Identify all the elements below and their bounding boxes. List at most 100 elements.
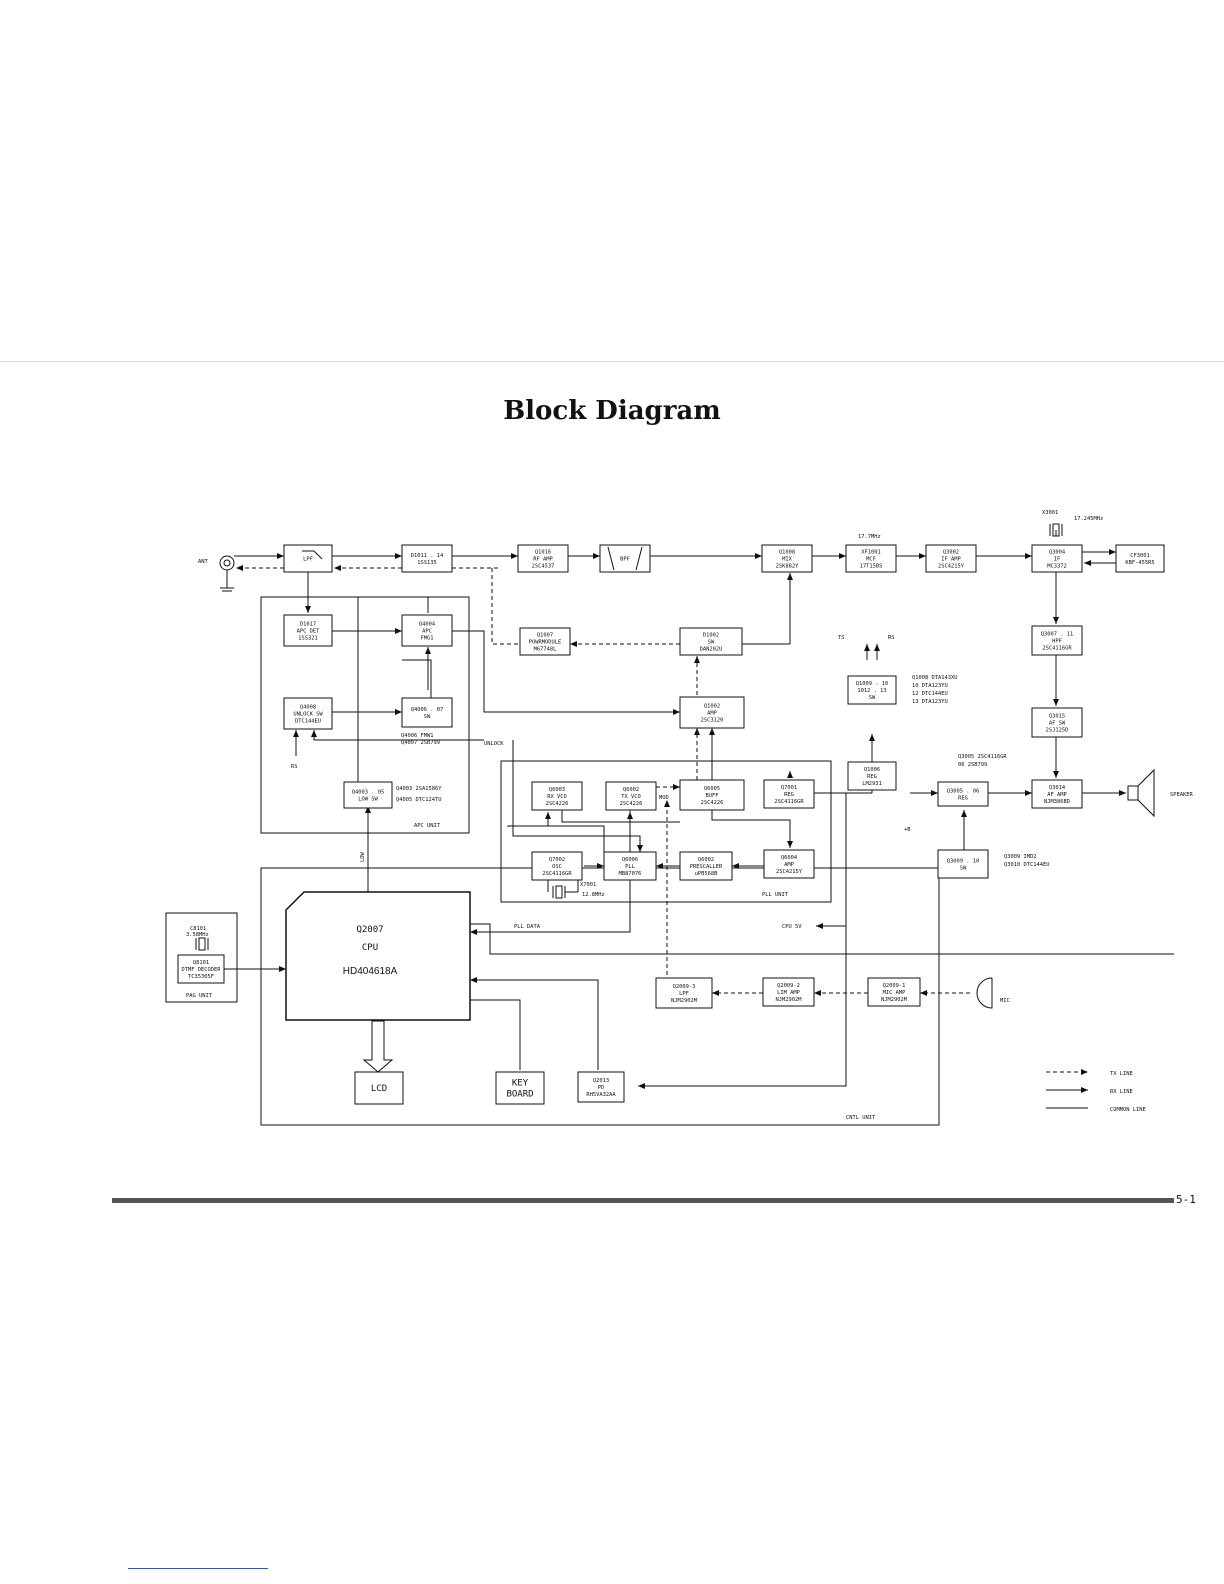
- block-label: 2SC4116GR: [774, 799, 804, 805]
- block-label: M67748L: [534, 646, 557, 652]
- block-label: POWRMODULE: [529, 639, 561, 645]
- block-label: PLL: [625, 864, 635, 870]
- block-label: REG: [867, 774, 877, 780]
- block-label: Q1006: [864, 767, 880, 773]
- block-label: NJM386BD: [1044, 799, 1070, 805]
- block-label: IF: [1054, 556, 1061, 562]
- block-label: MIC AMP: [883, 990, 906, 996]
- block-label: Q2009-2: [777, 983, 800, 989]
- label-mic: MIC: [1000, 998, 1010, 1004]
- block-label: Q3015: [1049, 713, 1065, 719]
- note-line: 12 DTC144EU: [912, 691, 948, 697]
- block-label: D1002: [703, 632, 719, 638]
- block-label: LPF: [679, 991, 689, 997]
- block-label: LM2931: [862, 781, 881, 787]
- block-label: IF AMP: [941, 556, 960, 562]
- label-ant: ANT: [198, 559, 208, 565]
- block-label: Q1008: [779, 549, 795, 555]
- block-label: SW: [960, 865, 967, 871]
- block-label: OSC: [552, 864, 562, 870]
- legend-common: COMMON LINE: [1110, 1107, 1146, 1113]
- label-c8101b: 3.58MHz: [186, 932, 209, 938]
- cpu-label: CPU: [362, 943, 378, 953]
- block-label: PRESCALLER: [690, 864, 723, 870]
- block-label: 2SC4226: [620, 801, 643, 807]
- block-label: HPF: [1052, 638, 1062, 644]
- block-label: 1012 . 13: [857, 688, 886, 694]
- label-pll-unit: PLL UNIT: [762, 892, 789, 898]
- block-label: NJM2902M: [671, 998, 698, 1004]
- block-label: 2SC4215Y: [938, 563, 965, 569]
- block-label: AF SW: [1049, 720, 1066, 726]
- speaker-icon: [1127, 768, 1155, 818]
- block-label: Q4004: [419, 621, 435, 627]
- block-label: KBF-455R5: [1125, 560, 1154, 566]
- label-q4006-note1: Q4006 FMW1: [401, 733, 433, 739]
- block-label: 2SC4226: [546, 801, 569, 807]
- block-label: Q1016: [535, 549, 551, 555]
- label-plus-b: +B: [904, 827, 911, 833]
- label-x7001: X7001: [580, 882, 596, 888]
- label-x3001: X3001: [1042, 510, 1058, 516]
- block-label: Q1002: [704, 703, 720, 709]
- block-label: Q1009 . 10: [856, 681, 888, 687]
- block-label: KEY: [512, 1079, 529, 1089]
- legend-tx: TX LINE: [1110, 1071, 1133, 1077]
- block-label: SW: [424, 714, 431, 720]
- label-pll-data: PLL DATA: [514, 924, 541, 930]
- note-line: 13 DTA123YU: [912, 699, 948, 705]
- block-label: LIM AMP: [777, 990, 800, 996]
- block-label: AF AMP: [1047, 792, 1066, 798]
- block-label: 1SS321: [298, 635, 317, 641]
- block-label: Q3014: [1049, 785, 1065, 791]
- block-bpf: BPF: [599, 544, 651, 573]
- block-label: RF AMP: [533, 556, 552, 562]
- label-q4006-note2: Q4007 2SB799: [401, 740, 440, 746]
- block-label: 2SC4226: [701, 800, 724, 806]
- block-label: Q2013: [593, 1078, 609, 1084]
- block-label: AMP: [707, 710, 717, 716]
- label-c8101a: C8101: [190, 926, 206, 932]
- block-label: BOARD: [506, 1090, 533, 1100]
- block-label: Q3009 . 10: [947, 858, 979, 864]
- block-label: BUFF: [706, 793, 719, 799]
- block-lpf: LPF: [283, 544, 333, 573]
- block-label: DTC144EU: [295, 718, 321, 724]
- block-label: Q1007: [537, 632, 553, 638]
- label-q4005-note: Q4005 DTC124TU: [396, 797, 441, 803]
- block-label: RH5VA32AA: [586, 1092, 616, 1098]
- note-line: Q3005 2SC4116GR: [958, 754, 1007, 760]
- page-title: Block Diagram: [503, 396, 721, 426]
- note-line: 10 DTA123YU: [912, 683, 948, 689]
- pag-unit-frame: [165, 912, 238, 1003]
- block-label: MB87076: [619, 871, 642, 877]
- block-label: 2SJ125D: [1046, 727, 1069, 733]
- label-cntl-unit: CNTL UNIT: [846, 1115, 876, 1121]
- block-label: Q6005: [704, 786, 720, 792]
- block-label: Q4006 . 07: [411, 707, 443, 713]
- mic-icon: [976, 977, 993, 1009]
- block-label: UNLOCK SW: [293, 711, 323, 717]
- label-low: LOW: [360, 852, 366, 862]
- block-label: APC: [422, 628, 432, 634]
- block-label: 2SK882Y: [776, 563, 799, 569]
- block-label: XF1001: [861, 549, 880, 555]
